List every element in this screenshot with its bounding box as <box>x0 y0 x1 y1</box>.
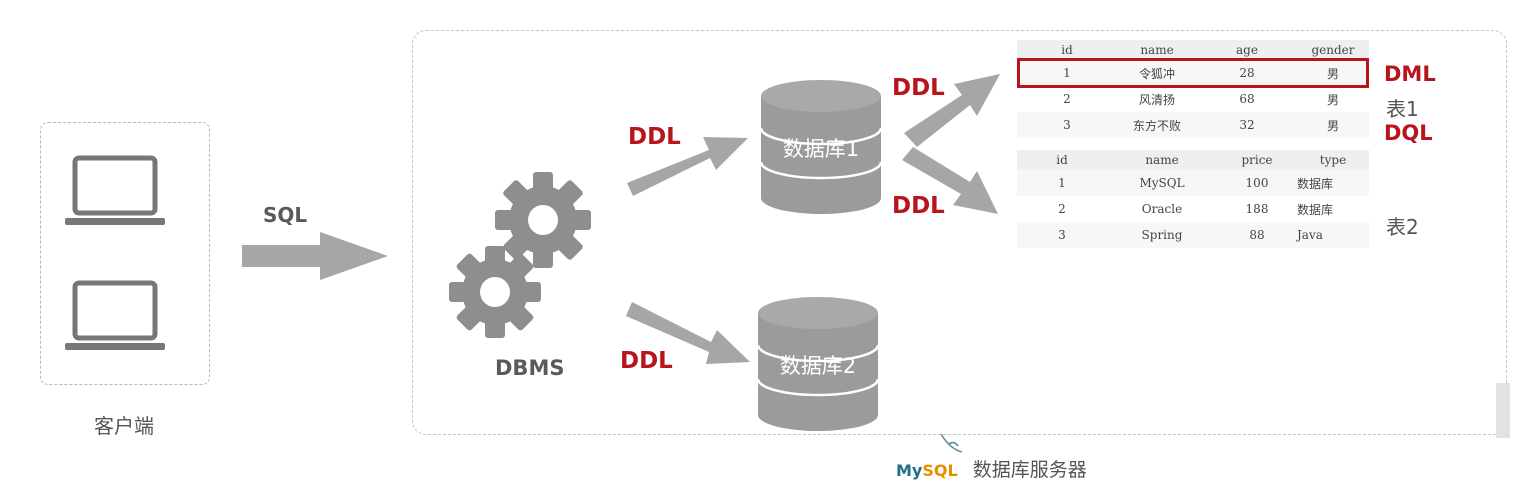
table-cell: 188 <box>1217 196 1297 222</box>
table-cell: 3 <box>1017 222 1107 248</box>
arrow-to-database-1 <box>627 137 748 196</box>
table-cell: Java <box>1297 222 1369 248</box>
column-header: name <box>1107 150 1217 170</box>
ddl-label-db1: DDL <box>628 124 681 150</box>
database-server-box <box>412 30 1507 435</box>
ddl-label-db2: DDL <box>620 348 673 374</box>
table-row: 3 东方不败 32 男 <box>1017 112 1369 138</box>
table-cell: 3 <box>1017 112 1117 138</box>
mysql-logo-my: My <box>896 461 923 480</box>
dbms-label: DBMS <box>495 356 565 380</box>
column-header: price <box>1217 150 1297 170</box>
column-header: id <box>1017 150 1107 170</box>
table-cell: 男 <box>1297 112 1369 138</box>
column-header: id <box>1017 40 1117 60</box>
table-header-row: id name price type <box>1017 150 1369 170</box>
column-header: type <box>1297 150 1369 170</box>
scrollbar-marker[interactable] <box>1496 383 1510 438</box>
table-cell: 68 <box>1197 86 1297 112</box>
dml-label: DML <box>1384 62 1436 86</box>
mysql-dolphin-icon <box>940 433 963 453</box>
column-header: age <box>1197 40 1297 60</box>
column-header: name <box>1117 40 1197 60</box>
arrow-to-database-2 <box>626 302 750 364</box>
table-cell: 数据库 <box>1297 170 1369 196</box>
arrow-to-table-2 <box>902 147 998 214</box>
table-cell: 100 <box>1217 170 1297 196</box>
table-cell: 2 <box>1017 196 1107 222</box>
table-cell: 32 <box>1197 112 1297 138</box>
database-2-label: 数据库2 <box>779 354 857 378</box>
table-cell: 1 <box>1017 60 1117 86</box>
table-cell: Oracle <box>1107 196 1217 222</box>
gear-icon <box>449 246 541 338</box>
overlay-mask <box>1226 435 1526 487</box>
column-header: gender <box>1297 40 1369 60</box>
table-cell: 男 <box>1297 86 1369 112</box>
table-cell: 数据库 <box>1297 196 1369 222</box>
table-cell: 风清扬 <box>1117 86 1197 112</box>
highlighted-row-box <box>1017 58 1369 88</box>
table-cell: 令狐冲 <box>1117 60 1197 86</box>
laptop-icon <box>65 158 165 225</box>
sql-label: SQL <box>263 203 308 227</box>
mysql-logo-sql: SQL <box>922 461 958 480</box>
client-box <box>40 122 210 385</box>
table-2-caption: 表2 <box>1386 215 1419 239</box>
table-cell: 88 <box>1217 222 1297 248</box>
server-label: 数据库服务器 <box>972 459 1087 481</box>
ddl-label-table2: DDL <box>892 193 945 219</box>
table-1: id name age gender 1 令狐冲 28 男 2 风清扬 68 男… <box>1017 40 1369 138</box>
sql-arrow <box>242 232 388 280</box>
table-row: 3 Spring 88 Java <box>1017 222 1369 248</box>
table-cell: 东方不败 <box>1117 112 1197 138</box>
gear-icon <box>495 172 591 268</box>
arrow-to-table-1 <box>904 74 1000 147</box>
table-row: 1 令狐冲 28 男 <box>1017 60 1369 86</box>
ddl-label-table1: DDL <box>892 75 945 101</box>
mysql-server-label: MySQL 数据库服务器 <box>896 455 1087 482</box>
table-cell: 1 <box>1017 170 1107 196</box>
laptop-icon <box>65 283 165 350</box>
table-row: 2 Oracle 188 数据库 <box>1017 196 1369 222</box>
table-cell: 28 <box>1197 60 1297 86</box>
table-row: 2 风清扬 68 男 <box>1017 86 1369 112</box>
table-cell: Spring <box>1107 222 1217 248</box>
table-1-caption: 表1 <box>1386 97 1419 121</box>
table-header-row: id name age gender <box>1017 40 1369 60</box>
table-cell: MySQL <box>1107 170 1217 196</box>
database-1-label: 数据库1 <box>782 137 860 161</box>
client-label: 客户端 <box>94 414 154 438</box>
table-cell: 2 <box>1017 86 1117 112</box>
table-2: id name price type 1 MySQL 100 数据库 2 Ora… <box>1017 150 1369 248</box>
table-row: 1 MySQL 100 数据库 <box>1017 170 1369 196</box>
dql-label: DQL <box>1384 121 1433 145</box>
table-cell: 男 <box>1297 60 1369 86</box>
